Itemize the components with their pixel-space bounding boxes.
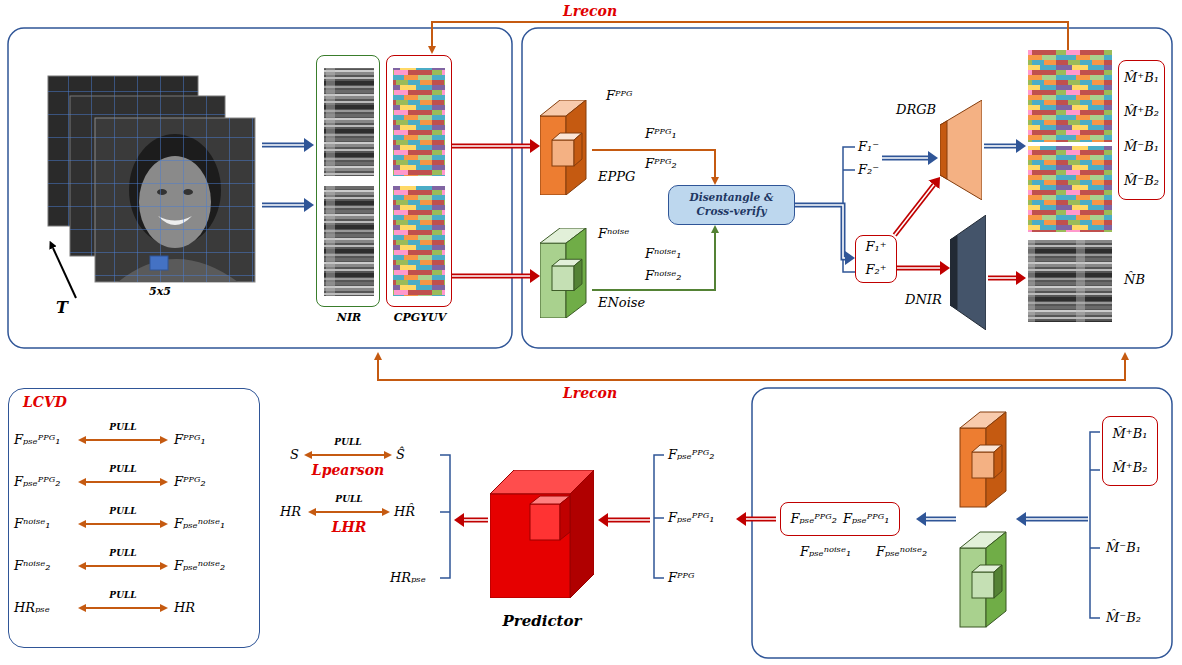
feature-group: F₁⁺ F₂⁺ bbox=[855, 235, 897, 283]
connector bbox=[452, 146, 530, 147]
connector bbox=[795, 205, 845, 258]
loss-label: Lrecon bbox=[563, 2, 617, 20]
block-shape bbox=[490, 470, 594, 598]
feature-label: F₁⁻ bbox=[858, 139, 879, 156]
output-label: M̂⁻B₂ bbox=[1106, 610, 1141, 627]
block-shape bbox=[940, 100, 982, 200]
node-label: CPGYUV bbox=[357, 311, 483, 325]
loss-label: Lpearson bbox=[312, 461, 384, 479]
feature-label: Fⁿᵒⁱˢᵉ₂ bbox=[14, 558, 51, 575]
output-label: M̂⁻B₁ bbox=[1106, 540, 1141, 557]
feature-label: Fⁿᵒⁱˢᵉ₁ bbox=[14, 516, 51, 533]
feature-label: Fᴾᴾᴳ₂ bbox=[174, 474, 206, 491]
feature-label: Fₚₛₑⁿᵒⁱˢᵉ₁ bbox=[174, 516, 225, 533]
feature-label: Fⁿᵒⁱˢᵉ bbox=[598, 226, 629, 243]
pull-label: PULL bbox=[109, 422, 136, 434]
feature-label: Fₚₛₑⁿᵒⁱˢᵉ₂ bbox=[174, 558, 225, 575]
block-shape bbox=[540, 100, 592, 195]
node-label: Fₚₛₑᴾᴾᴳ₂ bbox=[791, 511, 837, 528]
feature-label: Fₚₛₑⁿᵒⁱˢᵉ₁ bbox=[800, 544, 851, 561]
connector bbox=[592, 233, 715, 290]
signal-label: Ŝ bbox=[396, 447, 405, 464]
feature-label: Fᴾᴾᴳ bbox=[606, 88, 633, 105]
feature-label: Fⁿᵒⁱˢᵉ₁ bbox=[645, 246, 682, 263]
pull-label: PULL bbox=[109, 506, 136, 518]
encoder-block: EPPG bbox=[540, 100, 592, 195]
connector-line bbox=[592, 233, 715, 290]
feature-label: Fₚₛₑᴾᴾᴳ₂ bbox=[14, 474, 60, 491]
feature-label: Fᴾᴾᴳ₁ bbox=[174, 432, 206, 449]
feature-label: Fₚₛₑᴾᴾᴳ₁ bbox=[14, 432, 60, 449]
node-label: M̂⁺B₁ bbox=[1124, 70, 1159, 87]
connector bbox=[897, 268, 940, 269]
pull-label: PULL bbox=[334, 437, 361, 449]
connector bbox=[452, 276, 530, 277]
feature-label: Fₚₛₑᴾᴾᴳ₁ bbox=[668, 510, 714, 527]
connector-line bbox=[795, 205, 845, 258]
block-shape bbox=[540, 228, 592, 318]
loss-label: Lrecon bbox=[563, 384, 617, 402]
pull-label: PULL bbox=[109, 548, 136, 560]
feature-label: Fᴾᴾᴳ₂ bbox=[645, 156, 677, 173]
node-label: EPPG bbox=[598, 169, 635, 186]
pull-label: PULL bbox=[109, 590, 136, 602]
connector-line bbox=[452, 144, 530, 149]
feature-group: Fₚₛₑᴾᴾᴳ₂ Fₚₛₑᴾᴾᴳ₁ bbox=[780, 502, 900, 536]
loss-label: LHR bbox=[332, 518, 367, 536]
feature-label: Fⁿᵒⁱˢᵉ₂ bbox=[645, 268, 682, 285]
connector-line bbox=[452, 275, 530, 277]
node-label: Disentangle & Cross-verify bbox=[676, 191, 788, 218]
connector-line bbox=[795, 205, 845, 258]
feature-label: HRₚₛₑ bbox=[14, 600, 50, 617]
node-label: M̂⁺B₂ bbox=[1113, 460, 1148, 477]
signal-label: HRₚₛₑ bbox=[390, 570, 426, 587]
connector-line bbox=[452, 274, 530, 279]
node-label: M̂⁺B₁ bbox=[1113, 426, 1148, 443]
pull-label: PULL bbox=[335, 494, 362, 506]
node-label: DNIR bbox=[905, 292, 942, 309]
node-label: M̂⁻B₂ bbox=[1124, 173, 1159, 190]
signal-label: S bbox=[290, 447, 299, 464]
decoder-block: DRGB bbox=[940, 100, 982, 200]
connector-line bbox=[452, 145, 530, 147]
signal-label: HR̂ bbox=[394, 504, 415, 521]
feature-label: Fₚₛₑⁿᵒⁱˢᵉ₂ bbox=[876, 544, 927, 561]
pull-label: PULL bbox=[109, 464, 136, 476]
connector bbox=[895, 185, 934, 235]
input-frame: CPGYUV bbox=[386, 55, 452, 307]
node-label: F₁⁺ bbox=[865, 239, 886, 256]
node-label: NIR bbox=[287, 311, 411, 325]
node-label: F₂⁺ bbox=[865, 262, 886, 279]
predictor-block: Predictor bbox=[490, 470, 594, 598]
output-label: N̂B bbox=[1124, 272, 1145, 289]
feature-label: F₂⁻ bbox=[858, 162, 879, 179]
feature-label: Fₚₛₑᴾᴾᴳ₂ bbox=[668, 447, 714, 464]
node-label: M̂⁻B₁ bbox=[1124, 139, 1159, 156]
panel-heading: LCVD bbox=[23, 393, 245, 411]
connector-line bbox=[895, 185, 934, 235]
decoder-block: DNIR bbox=[950, 215, 986, 330]
connector-line bbox=[897, 267, 940, 269]
block-shape bbox=[950, 215, 986, 330]
output-group: M̂⁺B₁ M̂⁺B₂ M̂⁻B₁ M̂⁻B₂ bbox=[1118, 60, 1165, 200]
node-label: Predictor bbox=[470, 612, 614, 632]
output-group: M̂⁺B₁ M̂⁺B₂ bbox=[1102, 416, 1158, 486]
encoder-block: ENoise bbox=[540, 228, 592, 318]
connector-line bbox=[895, 185, 934, 235]
connector-line bbox=[897, 266, 940, 271]
node-label: M̂⁺B₂ bbox=[1124, 104, 1159, 121]
node-label: DRGB bbox=[896, 102, 936, 119]
patch-label: 5x5 bbox=[149, 285, 171, 299]
signal-label: HR bbox=[280, 504, 301, 521]
node-label: ENoise bbox=[598, 295, 645, 312]
feature-label: Fᴾᴾᴳ bbox=[668, 570, 695, 587]
node-label: Fₚₛₑᴾᴾᴳ₁ bbox=[843, 511, 889, 528]
feature-label: HR bbox=[174, 600, 195, 617]
feature-label: Fᴾᴾᴳ₁ bbox=[645, 126, 677, 143]
process-box: Disentangle & Cross-verify bbox=[668, 185, 795, 225]
axis-label: T bbox=[56, 298, 68, 319]
input-frame: NIR bbox=[316, 55, 380, 307]
